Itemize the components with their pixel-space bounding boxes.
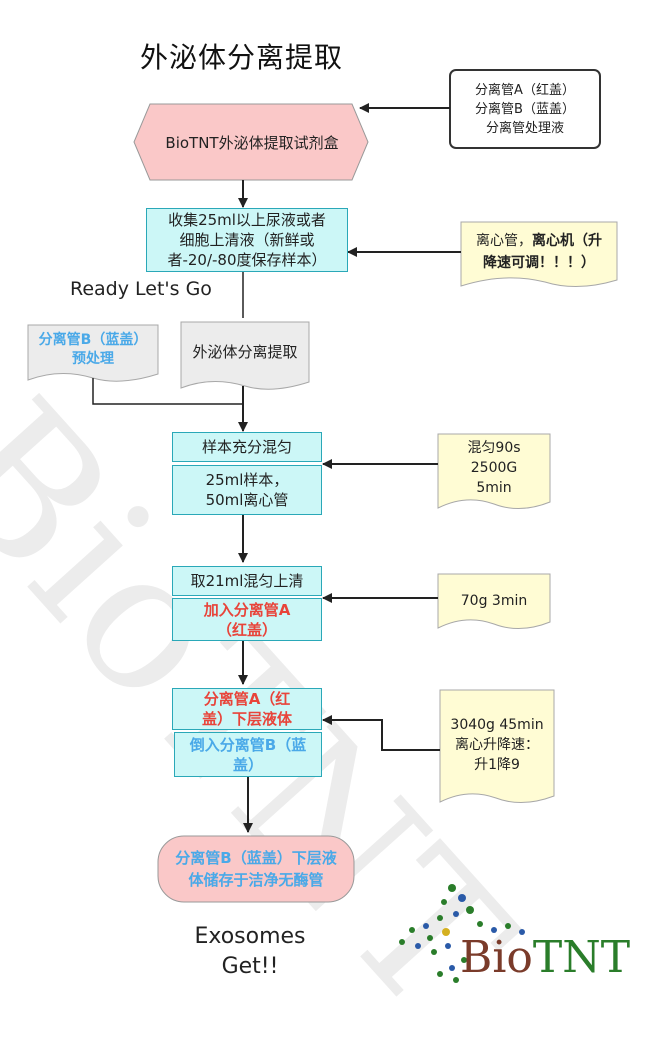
mix-box-top: 样本充分混匀 [172,432,322,462]
mix-note-shape [437,433,551,509]
final-line-2: 体储存于洁净无酶管 [188,871,324,889]
ready-text: Ready Let's Go [70,278,212,300]
centrifuge-note: 离心管，离心机（升降速可调！！！） [461,226,617,278]
spin2-line-2: 离心升降速： [455,737,539,753]
tubes-box: 分离管A（红盖） 分离管B（蓝盖） 分离管处理液 [450,70,600,148]
final-line-1: 分离管B（蓝盖）下层液 [175,849,337,867]
mix-note-line-3: 5min [476,480,512,496]
page-title: 外泌体分离提取 [140,41,344,74]
supernatant-box-top: 取21ml混匀上清 [172,566,322,596]
mix-bottom-line-1: 25ml样本， [205,471,289,489]
mix-note: 混匀90s 2500G 5min [438,436,550,500]
mix-note-line-2: 2500G [470,460,518,476]
spin2-line-3: 升1降9 [474,757,520,773]
tubes-line-3: 分离管处理液 [485,120,564,136]
logo-dots [399,884,525,983]
kit-hexagon [133,103,369,181]
spin2-note-shape [439,689,555,803]
collect-line-3: 者-20/-80度保存样本） [167,251,327,269]
centrifuge-note-c: 降速可调！！！） [483,255,595,271]
kit-label: BioTNT外泌体提取试剂盒 [165,133,339,152]
lower-box-top: 分离管A（红 盖）下层液体 [172,688,322,730]
logo: BioTNT [460,932,630,983]
exosomes-line-2: Get!! [221,954,279,979]
supernatant-box-bottom: 加入分离管A （红盖） [172,598,322,641]
lower-box-bottom: 倒入分离管B（蓝 盖） [174,732,322,777]
extract-doc-shape [180,321,310,390]
lower-top-line-2: 盖）下层液体 [201,710,292,728]
spin-note: 70g 3min [460,593,528,609]
pretreat-line-2: 预处理 [72,351,114,367]
spin2-line-1: 3040g 45min [450,717,544,733]
logo-part-1: Bio [460,932,533,983]
pretreat-line-1: 分离管B（蓝盖） [38,332,148,348]
pretreat-doc: 分离管B（蓝盖） 预处理 [28,328,158,372]
tubes-line-2: 分离管B（蓝盖） [475,101,575,117]
logo-part-2: TNT [532,932,631,983]
collect-line-1: 收集25ml以上尿液或者 [168,211,326,229]
final-box-shape [157,835,355,903]
tubes-line-1: 分离管A（红盖） [475,82,575,98]
centrifuge-note-a: 离心管， [476,233,532,249]
lower-bottom-line-2: 盖） [232,755,263,774]
final-box: 分离管B（蓝盖）下层液 体储存于洁净无酶管 [158,836,354,902]
mix-note-line-1: 混匀90s [467,440,521,456]
lower-top-line-1: 分离管A（红 [203,690,291,708]
centrifuge-note-b: 离心机（升 [532,233,602,249]
flow-connectors [27,69,618,983]
mix-box-bottom: 25ml样本， 50ml离心管 [172,465,322,515]
supernatant-bottom-line-2: （红盖） [216,620,277,639]
lower-bottom-line-1: 倒入分离管B（蓝 [189,735,307,754]
spin2-note: 3040g 45min 离心升降速： 升1降9 [440,712,554,778]
exosomes-text: Exosomes Get!! [160,922,340,982]
collect-box: 收集25ml以上尿液或者 细胞上清液（新鲜或 者-20/-80度保存样本） [146,208,348,272]
spin-note-shape [437,573,551,629]
mix-bottom-line-2: 50ml离心管 [205,491,289,509]
extract-doc: 外泌体分离提取 [192,343,298,361]
exosomes-line-1: Exosomes [194,924,306,949]
collect-line-2: 细胞上清液（新鲜或 [179,231,315,249]
supernatant-bottom-line-1: 加入分离管A [203,600,291,619]
centrifuge-note-shape [460,221,618,288]
